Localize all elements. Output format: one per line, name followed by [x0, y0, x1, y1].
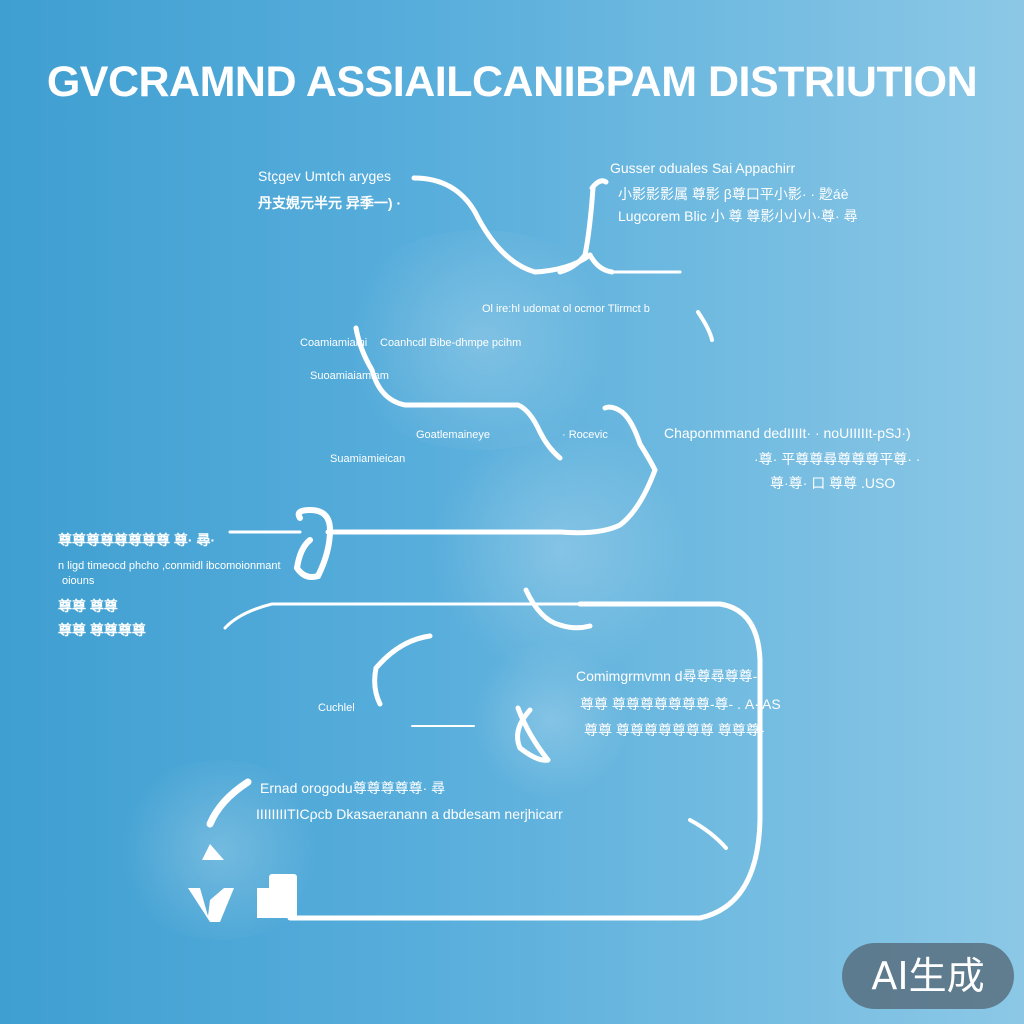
label-mid-center: Ol ire:hl udomat ol ocmor Tlirmct b [482, 303, 650, 315]
label-top-right-line2: 小影影影属 尊影 β尊口平小影· · 尟áè [618, 186, 849, 202]
flow-line-bracket [577, 601, 763, 921]
label-bottom-heading: Ernad orogodu尊尊尊尊尊· 尋 [260, 780, 446, 796]
flow-loop-node [293, 506, 334, 580]
leaf-icon [515, 705, 551, 763]
label-left-a-1: Coamiamiami [300, 337, 368, 349]
haze-blob [430, 420, 690, 680]
flow-line-right-hook [696, 310, 714, 342]
label-left-b-4: 尊尊 尊尊 [58, 598, 118, 614]
label-left-a-3: Suoamiaiamiam [310, 370, 389, 382]
flow-line-lower-left [223, 602, 702, 630]
label-right-mid-heading: Chaponmmand dedIIIIt· · noUIIIIIt-pSJ·) [664, 425, 911, 441]
label-lower-right-line2: 尊尊 尊尊尊尊尊尊尊-尊- . A· AS [580, 696, 781, 712]
label-center-2: Suamiamieican [330, 453, 406, 465]
label-right-mid-line3: 尊·尊· 口 尊尊 .USO [770, 475, 896, 491]
label-lower-left: Cuchlel [318, 702, 355, 714]
label-center-1: Goatlemaineye [416, 429, 490, 441]
label-top-right-heading: Gusser oduales Sai Appachirr [610, 160, 796, 176]
flow-line-middle [353, 325, 563, 461]
label-lower-right-line3: 尊尊 尊尊尊尊尊尊尊 尊尊尊- [584, 722, 765, 738]
label-center-3: · Rocevic [562, 429, 608, 441]
label-left-b-1: 尊尊尊尊尊尊尊尊 尊· 尋· [58, 532, 216, 548]
label-top-left-heading: Stçgev Umtch aryges [258, 168, 392, 184]
flow-line-center-right [325, 404, 658, 536]
label-left-b-5: 尊尊 尊尊尊尊 [58, 622, 146, 638]
label-left-b-3: oiouns [62, 575, 95, 587]
haze-blob [330, 230, 630, 450]
flow-line-lower-curve [372, 633, 433, 707]
label-lower-right-heading: Comimgrmvmn d尋尊尋尊尊- [576, 668, 758, 684]
label-left-b-2: n ligd timeocd phcho ,conmidl ibcomoionm… [58, 560, 281, 572]
label-right-mid-line2: ·尊· 平尊尊尋尊尊尊平尊· · [754, 451, 921, 467]
flow-line-diagonal [688, 818, 728, 850]
flow-line-top [411, 175, 593, 275]
label-top-right-line3: Lugcorem Blic 小 尊 尊影小小小·尊· 尋 [618, 208, 858, 224]
haze-blob [470, 640, 630, 800]
flow-line-lower-mid [523, 587, 593, 631]
ai-generated-badge: AI生成 [842, 943, 1014, 1009]
label-bottom-sub: IIIIIIIITICρcb Dkasaeranann a dbdesam ne… [256, 806, 563, 822]
label-top-left-sub: 丹支娊元半元 异季一) · [258, 195, 402, 211]
funnel-icon [188, 844, 234, 922]
flow-line-bottom-left [206, 778, 252, 828]
box-icon [257, 874, 297, 918]
flow-line-top-hook [557, 178, 615, 275]
label-left-a-2: Coanhcdl Bibe-dhmpe pcihm [380, 337, 522, 349]
page-title: GVCRAMND ASSIAILCANIBPAM DISTRIUTION [46, 58, 978, 106]
